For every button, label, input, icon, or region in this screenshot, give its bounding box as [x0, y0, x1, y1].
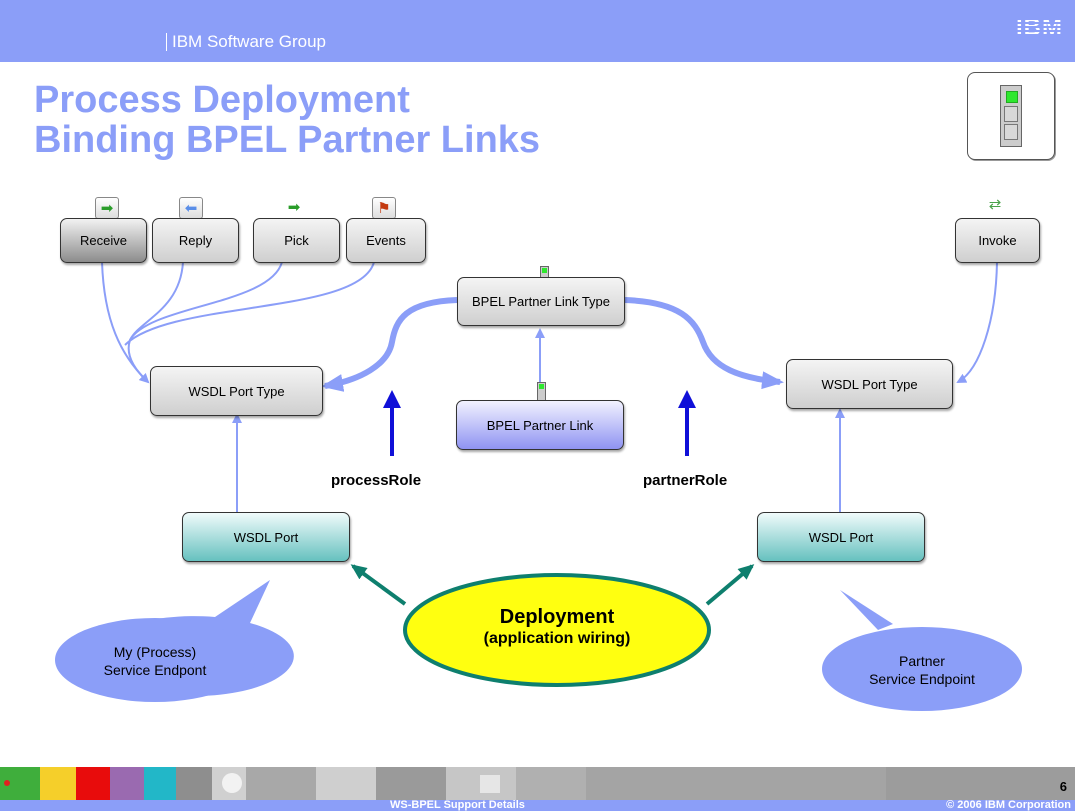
connector-events: [124, 261, 375, 346]
invoke-label: Invoke: [978, 233, 1017, 248]
port-left-label: WSDL Port: [233, 529, 299, 545]
footer-center-text: WS-BPEL Support Details: [390, 799, 525, 811]
events-label: Events: [366, 233, 406, 248]
partner-endpoint-line2: Service Endpoint: [869, 671, 975, 687]
pick-activity: Pick: [253, 218, 340, 263]
pick-label: Pick: [284, 233, 309, 248]
slide-title: Process Deployment Binding BPEL Partner …: [34, 80, 540, 160]
slide-title-line2: Binding BPEL Partner Links: [34, 119, 541, 161]
wsdl-port-right: WSDL Port: [757, 512, 925, 562]
deploy-arrow-left: [350, 564, 407, 606]
port-type-left-label: WSDL Port Type: [188, 383, 285, 399]
reply-label: Reply: [178, 233, 213, 248]
bpel-partner-link-box: BPEL Partner Link: [456, 400, 624, 450]
deployment-title: Deployment: [499, 606, 615, 628]
connector-receive: [101, 261, 150, 384]
blue-left-arrow-icon: ⬅: [179, 197, 203, 219]
footer-swatch: [144, 767, 176, 800]
footer-copyright: © 2006 IBM Corporation: [946, 799, 1071, 811]
connector-plt-right: [624, 297, 784, 390]
port-right-label: WSDL Port: [808, 529, 874, 545]
footer-swatch: [40, 767, 76, 800]
wsdl-port-type-left: WSDL Port Type: [150, 366, 323, 416]
invoke-activity: Invoke: [955, 218, 1040, 263]
partner-endpoint-line1: Partner: [899, 653, 945, 669]
my-endpoint-line1: My (Process): [113, 644, 197, 660]
connector-pick: [129, 261, 283, 341]
reply-activity: Reply: [152, 218, 239, 263]
partner-role-label: partnerRole: [643, 472, 728, 489]
footer-swatch: [222, 773, 242, 793]
footer-swatch: [316, 767, 376, 800]
blue-green-swap-arrow-icon: ⇄: [988, 195, 1002, 213]
connector-invoke: [956, 261, 998, 383]
header-group-name: IBM Software Group: [165, 32, 327, 51]
footer-swatch: [110, 767, 144, 800]
footer-swatch: [480, 775, 500, 793]
footer-bar: [0, 800, 1075, 811]
indicator-green-light: [1006, 91, 1018, 103]
my-endpoint-text: My (Process) Service Endpont: [70, 643, 240, 679]
footer-swatch: [886, 767, 1075, 800]
footer-swatch: [246, 767, 316, 800]
deploy-arrow-right: [705, 564, 755, 606]
slide-title-line1: Process Deployment: [34, 79, 410, 121]
wsdl-port-left: WSDL Port: [182, 512, 350, 562]
endpoint-bubble-right: [840, 590, 893, 630]
receive-activity: Receive: [60, 218, 147, 263]
footer-swatch: [176, 767, 212, 800]
red-flag-icon: ⚑: [372, 197, 396, 219]
wsdl-port-type-right: WSDL Port Type: [786, 359, 953, 409]
indicator-segment: [1004, 124, 1018, 140]
footer-swatch: [376, 767, 446, 800]
header-bar: IBM Software Group IBM: [0, 0, 1075, 62]
connector-plt-left: [321, 297, 458, 392]
ibm-logo: IBM: [1016, 14, 1063, 41]
my-endpoint-line2: Service Endpont: [103, 662, 207, 678]
bpel-partner-link-type-box: BPEL Partner Link Type: [457, 277, 625, 326]
partner-link-type-label: BPEL Partner Link Type: [471, 294, 611, 309]
green-right-arrow-icon: ➡: [287, 198, 301, 216]
deployment-ellipse: [403, 573, 711, 687]
port-type-right-label: WSDL Port Type: [821, 376, 918, 392]
deployment-text: Deployment (application wiring): [405, 605, 709, 649]
footer-swatch: [4, 780, 10, 786]
process-role-label: processRole: [331, 472, 422, 489]
partner-link-label: BPEL Partner Link: [486, 417, 594, 433]
footer-image-strip: [0, 767, 1075, 800]
footer-swatch: [516, 767, 586, 800]
footer-swatch: [76, 767, 110, 800]
receive-label: Receive: [80, 233, 127, 248]
page-number: 6: [1059, 779, 1067, 794]
indicator-segment: [1004, 106, 1018, 122]
green-right-arrow-icon: ➡: [95, 197, 119, 219]
footer-swatch: [586, 767, 886, 800]
partner-link-indicator-icon: [537, 382, 546, 402]
progress-indicator-icon: [967, 72, 1055, 160]
indicator-bar: [1000, 85, 1022, 147]
partner-endpoint-text: Partner Service Endpoint: [837, 652, 1007, 688]
events-activity: Events: [346, 218, 426, 263]
deployment-subtitle: (application wiring): [483, 630, 631, 647]
